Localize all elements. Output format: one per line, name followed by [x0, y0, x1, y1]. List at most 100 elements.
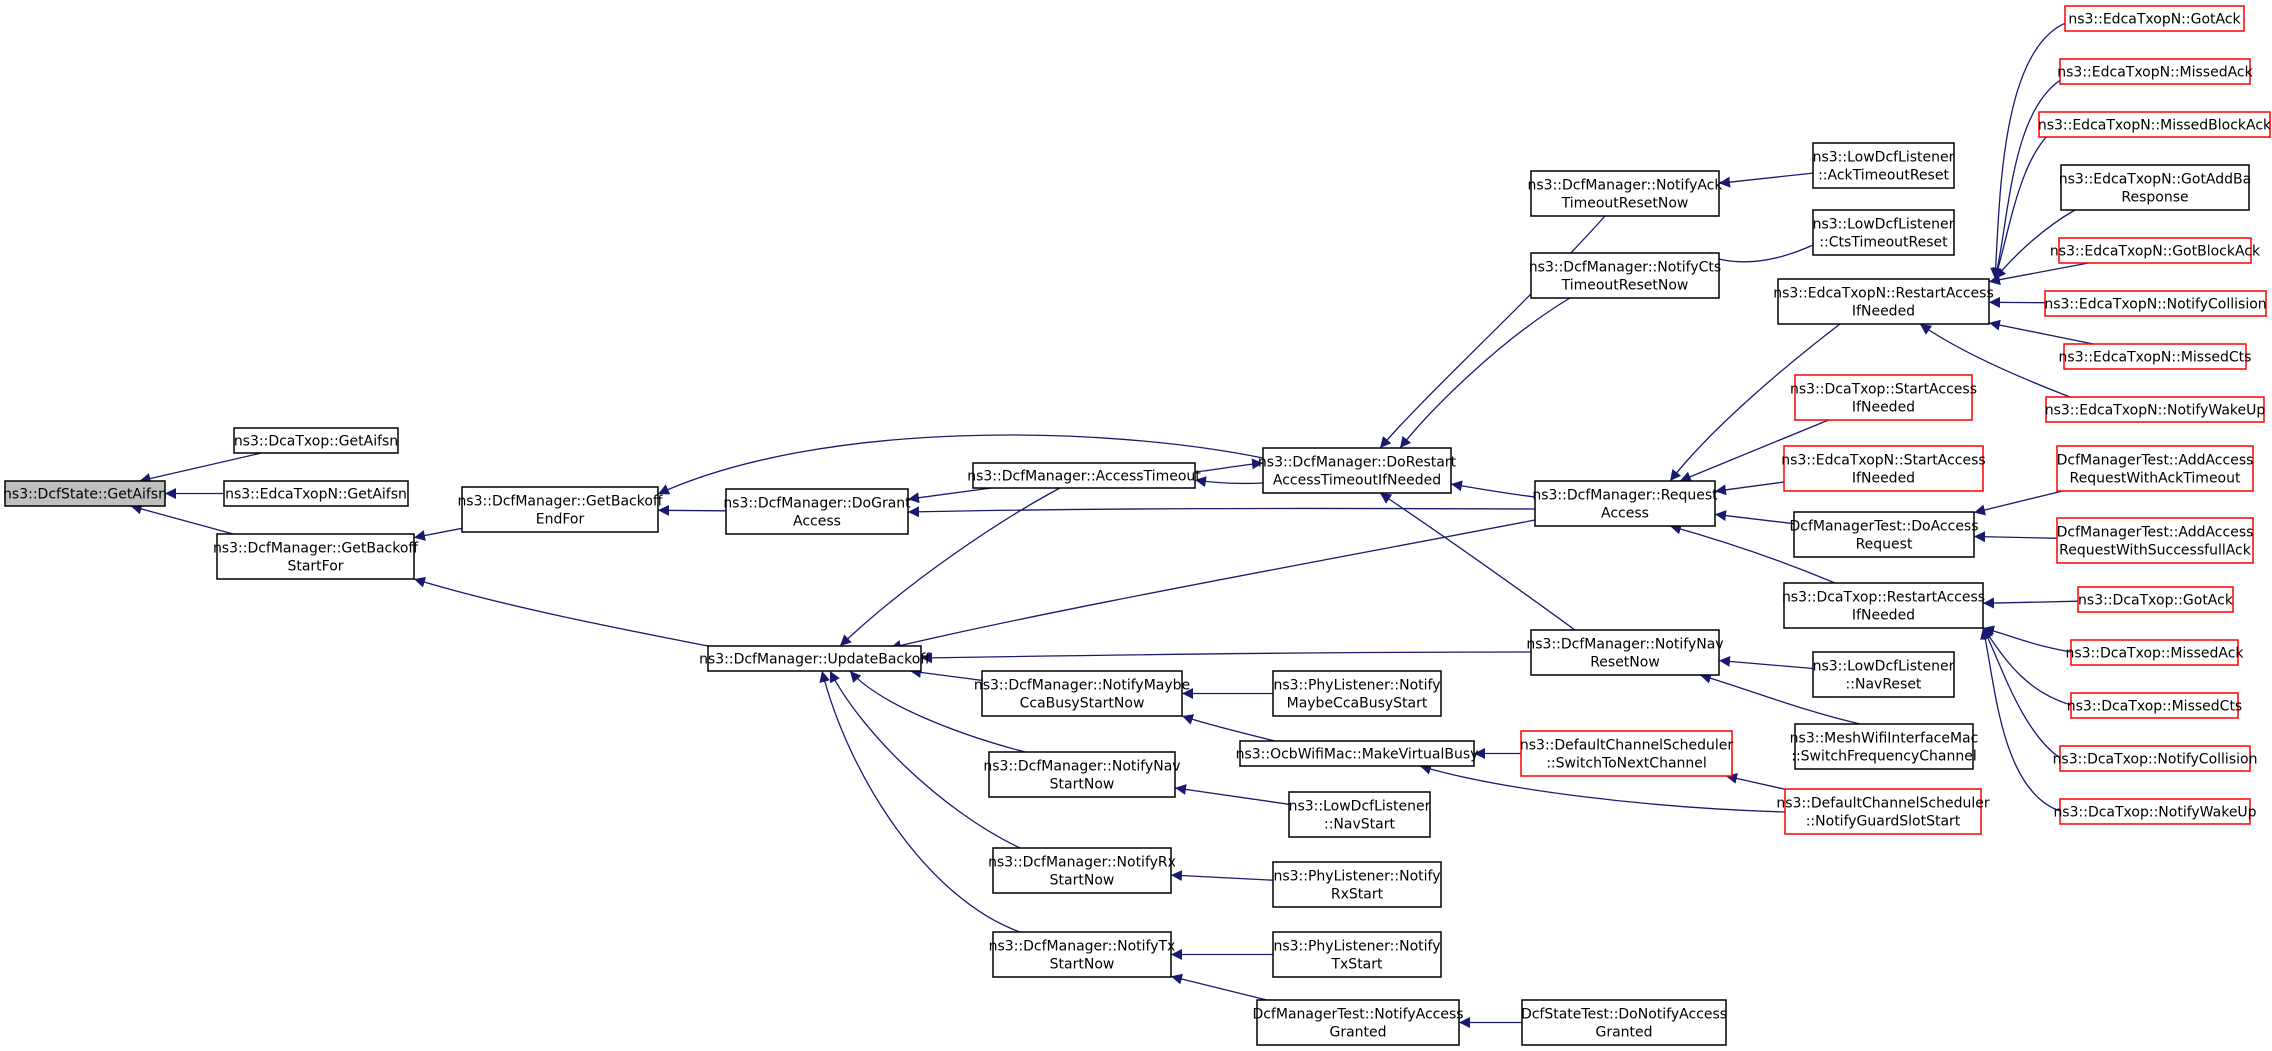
edge-line	[1669, 523, 1836, 584]
graph-node-default-switch-next[interactable]: ns3::DefaultChannelScheduler::SwitchToNe…	[1520, 730, 1733, 777]
node-box	[2038, 111, 2271, 138]
node-box	[4, 480, 166, 507]
node-label-line: ns3::EdcaTxopN::GotAck	[2068, 12, 2241, 28]
graph-node-lowdcf-navreset[interactable]: ns3::LowDcfListener::NavReset	[1812, 651, 1955, 698]
node-box	[725, 488, 909, 535]
graph-node-notify-ack-timeout[interactable]: ns3::DcfManager::NotifyAckTimeoutResetNo…	[1528, 170, 1724, 217]
graph-node-edca-missedcts[interactable]: ns3::EdcaTxopN::MissedCts	[2059, 343, 2252, 370]
graph-node-edcatxop-getaifsn[interactable]: ns3::EdcaTxopN::GetAifsn	[223, 480, 409, 507]
node-label-line: ns3::EdcaTxopN::NotifyCollision	[2044, 297, 2266, 313]
call-edge-edca_notifywakeup-to-edca_restart_access	[1919, 323, 2071, 398]
node-label-line: ::NavStart	[1324, 817, 1395, 833]
node-label-line: ns3::PhyListener::Notify	[1273, 869, 1440, 885]
graph-node-edca-notifywakeup[interactable]: ns3::EdcaTxopN::NotifyWakeUp	[2045, 396, 2266, 423]
graph-node-lowdcf-navstart[interactable]: ns3::LowDcfListener::NavStart	[1288, 791, 1431, 838]
graph-node-edca-gotblockack[interactable]: ns3::EdcaTxopN::GotBlockAck	[2050, 237, 2261, 264]
edge-line	[413, 527, 463, 541]
graph-node-notify-maybe-cca[interactable]: ns3::DcfManager::NotifyMaybeCcaBusyStart…	[974, 670, 1190, 717]
graph-node-edca-missedblockack[interactable]: ns3::EdcaTxopN::MissedBlockAck	[2038, 111, 2272, 138]
graph-node-dcatxop-notifycollision[interactable]: ns3::DcaTxop::NotifyCollision	[2053, 745, 2258, 772]
edge-line	[657, 434, 1264, 495]
graph-node-phy-maybe-cca[interactable]: ns3::PhyListener::NotifyMaybeCcaBusyStar…	[1272, 670, 1442, 717]
node-box	[2058, 237, 2252, 264]
edge-line	[819, 670, 1021, 933]
call-edge-dorestart-to-access_timeout	[1194, 476, 1264, 488]
call-edge-update_backoff-to-getbackoff_startfor	[413, 576, 709, 647]
node-box	[2077, 586, 2234, 613]
node-label-line: ns3::EdcaTxopN::RestartAccess	[1773, 286, 1994, 302]
node-box	[2059, 58, 2251, 85]
graph-node-dcatxop-missedcts[interactable]: ns3::DcaTxop::MissedCts	[2067, 692, 2242, 719]
node-label-line: EndFor	[536, 512, 585, 528]
node-box	[1794, 374, 1973, 421]
call-edge-notify_nav_start-to-update_backoff	[849, 670, 1026, 753]
graph-node-lowdcf-acktimeout[interactable]: ns3::LowDcfListener::AckTimeoutReset	[1812, 142, 1955, 189]
node-label-line: ns3::DcfManager::DoGrant	[723, 496, 911, 512]
edge-line	[1988, 262, 2089, 286]
node-label-line: ns3::DcfState::GetAifsn	[3, 487, 167, 503]
edge-line	[1399, 297, 1571, 449]
graph-node-access-timeout[interactable]: ns3::DcfManager::AccessTimeout	[967, 462, 1201, 489]
graph-node-dorestart[interactable]: ns3::DcfManager::DoRestartAccessTimeoutI…	[1258, 447, 1457, 494]
call-edge-dcatxop_start_access-to-request_access	[1679, 419, 1829, 482]
graph-node-edca-missedack[interactable]: ns3::EdcaTxopN::MissedAck	[2057, 58, 2254, 85]
graph-node-notify-cts-timeout[interactable]: ns3::DcfManager::NotifyCtsTimeoutResetNo…	[1529, 252, 1721, 299]
graph-node-dcftest-addaccess-success[interactable]: DcfManagerTest::AddAccessRequestWithSucc…	[2056, 517, 2254, 564]
node-box	[1794, 723, 1974, 770]
graph-node-dcatxop-gotack[interactable]: ns3::DcaTxop::GotAck	[2077, 586, 2234, 613]
call-edge-notify_cts_timeout-to-dorestart	[1399, 297, 1571, 449]
call-edge-access_timeout-to-dorestart	[1194, 458, 1264, 473]
node-label-line: ns3::EdcaTxopN::MissedAck	[2057, 65, 2253, 81]
node-label-line: Granted	[1595, 1025, 1652, 1041]
graph-node-dcatxop-notifywakeup[interactable]: ns3::DcaTxop::NotifyWakeUp	[2053, 798, 2257, 825]
node-box	[1288, 791, 1431, 838]
graph-node-dcatxop-getaifsn[interactable]: ns3::DcaTxop::GetAifsn	[233, 427, 399, 454]
node-label-line: CcaBusyStartNow	[1020, 696, 1145, 712]
node-label-line: Access	[1601, 506, 1649, 522]
node-label-line: ns3::DcfManager::GetBackoff	[457, 494, 662, 510]
graph-node-dcftest-addaccess-ack[interactable]: DcfManagerTest::AddAccessRequestWithAckT…	[2056, 445, 2254, 492]
graph-node-update-backoff[interactable]: ns3::DcfManager::UpdateBackoff	[699, 645, 930, 672]
node-label-line: ::CtsTimeoutReset	[1819, 235, 1948, 251]
graph-node-mesh-switch-freq[interactable]: ns3::MeshWifiInterfaceMac::SwitchFrequen…	[1790, 723, 1979, 770]
node-label-line: Response	[2121, 190, 2188, 206]
edge-line	[1725, 773, 1786, 790]
graph-node-default-notify-guard[interactable]: ns3::DefaultChannelScheduler::NotifyGuar…	[1776, 788, 1990, 835]
node-label-line: Request	[1856, 537, 1913, 553]
edge-line	[1990, 18, 2081, 280]
node-box	[461, 486, 659, 533]
node-box	[1520, 730, 1733, 777]
call-edge-default_notify_guard-to-default_switch_next	[1725, 773, 1786, 790]
node-label-line: ns3::DcfManager::Request	[1532, 488, 1718, 504]
node-box	[981, 670, 1183, 717]
graph-node-edca-gotack[interactable]: ns3::EdcaTxopN::GotAck	[2064, 5, 2245, 32]
graph-node-lowdcf-ctstimeout[interactable]: ns3::LowDcfListener::CtsTimeoutReset	[1812, 209, 1955, 256]
graph-node-ocb-make-virtual-busy[interactable]: ns3::OcbWifiMac::MakeVirtualBusy	[1236, 740, 1479, 767]
call-edge-edca_missedack-to-edca_restart_access	[1992, 71, 2079, 280]
graph-node-dcatxop-missedack[interactable]: ns3::DcaTxop::MissedAck	[2065, 639, 2244, 666]
node-label-line: RequestWithSuccessfullAck	[2059, 543, 2252, 559]
call-edge-edca_restart_access-to-request_access	[1669, 323, 1841, 482]
node-label-line: ns3::LowDcfListener	[1813, 217, 1955, 233]
graph-node-edca-notifycollision[interactable]: ns3::EdcaTxopN::NotifyCollision	[2044, 290, 2267, 317]
call-edge-dcatxop_getaifsn-to-root	[139, 452, 262, 484]
